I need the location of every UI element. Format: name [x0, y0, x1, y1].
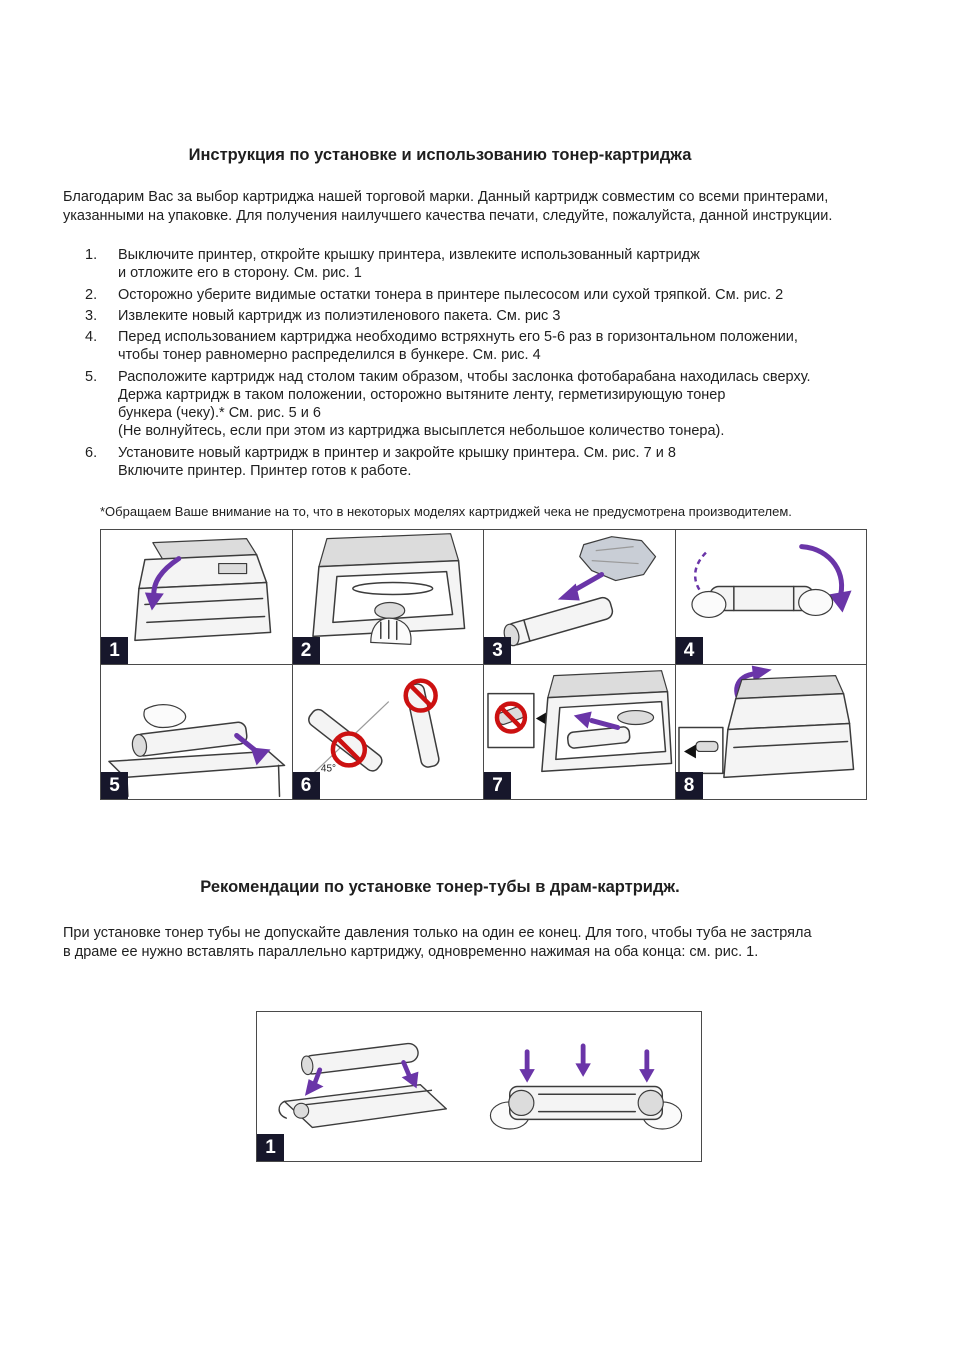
footnote: *Обращаем Ваше внимание на то, что в нек… — [100, 504, 792, 519]
figure-8: 8 — [674, 664, 867, 800]
figure-7: 7 — [483, 664, 676, 800]
figure-5-illustration — [108, 704, 286, 798]
step-number: 1. — [85, 247, 98, 263]
press-both-ends-illustration — [489, 1043, 682, 1130]
figure-number-badge: 8 — [675, 772, 703, 799]
step-text: Осторожно уберите видимые остатки тонера… — [118, 286, 784, 303]
black-arrow-icon — [683, 744, 696, 759]
intro-paragraph: Благодарим Вас за выбор картриджа нашей … — [63, 189, 833, 224]
figure-1: 1 — [100, 529, 293, 665]
plastic-bag — [579, 536, 657, 582]
step-text: Установите новый картридж в принтер и за… — [118, 444, 676, 479]
drum-and-tube-illustration — [278, 1042, 448, 1128]
prohibition-icon — [330, 731, 367, 768]
instruction-steps: 1. Выключите принтер, откройте крышку пр… — [85, 246, 905, 483]
cloth — [373, 601, 405, 620]
step-number: 3. — [85, 307, 98, 324]
section2-title: Рекомендации по установке тонер-тубы в д… — [200, 878, 680, 896]
figure-number-badge: 7 — [484, 772, 511, 799]
step-item: 4. Перед использованием картриджа необхо… — [85, 328, 905, 365]
purple-arrow-icon — [557, 572, 605, 601]
figure-2-illustration — [311, 533, 465, 646]
step-item: 1. Выключите принтер, откройте крышку пр… — [85, 246, 905, 283]
step-text: Перед использованием картриджа необходим… — [118, 329, 798, 364]
purple-arrow-icon — [573, 711, 621, 731]
step-text: Извлеките новый картридж из полиэтиленов… — [118, 307, 561, 324]
step-item: 6. Установите новый картридж в принтер и… — [85, 444, 905, 481]
step-number: 5. — [85, 368, 98, 385]
step-text: Расположите картридж над столом таким об… — [118, 368, 811, 440]
figure-2: 2 — [291, 529, 484, 665]
step-item: 3. Извлеките новый картридж из полиэтиле… — [85, 307, 905, 325]
prohibition-icon — [494, 701, 528, 734]
figure-number-badge: 4 — [675, 637, 703, 664]
purple-arrow-icon — [798, 544, 852, 613]
figure-grid: 1 2 — [100, 529, 867, 800]
figure-1-illustration — [134, 538, 272, 642]
purple-arrow-icon — [638, 1048, 655, 1083]
figure-8-illustration — [677, 665, 854, 779]
black-arrow-icon — [535, 711, 548, 726]
figure-7-illustration — [487, 670, 673, 773]
figure-5: 5 — [100, 664, 293, 800]
angle-label: 45° — [320, 763, 335, 774]
figure-4-illustration — [690, 544, 852, 619]
step-item: 5. Расположите картридж над столом таким… — [85, 368, 905, 441]
figure-number-badge: 5 — [101, 772, 128, 799]
section2-paragraph: При установке тонер тубы не допускайте д… — [63, 925, 812, 960]
hand-illustration — [690, 590, 726, 619]
figure-3: 3 — [483, 529, 676, 665]
hand-illustration — [797, 588, 833, 617]
figure-number-badge: 3 — [484, 637, 511, 664]
purple-arrow-icon — [519, 1048, 535, 1083]
figure-6-illustration: 45° — [304, 678, 440, 782]
step-text: Выключите принтер, откройте крышку принт… — [118, 247, 700, 282]
figure-number-badge: 1 — [257, 1134, 284, 1161]
page-title: Инструкция по установке и использованию … — [188, 146, 692, 164]
prohibition-icon — [402, 678, 438, 713]
figure-number-badge: 2 — [292, 637, 320, 664]
purple-arrow-icon — [144, 556, 182, 611]
step-number: 4. — [85, 329, 98, 346]
figure-number-badge: 6 — [292, 772, 320, 799]
figure-3-illustration — [503, 536, 657, 647]
purple-arrow-icon — [305, 1066, 324, 1096]
hand-illustration — [143, 704, 187, 729]
figure-number-badge: 1 — [101, 637, 128, 664]
figure-6: 45° 6 — [291, 664, 484, 800]
figure-4: 4 — [674, 529, 867, 665]
motion-arc — [693, 551, 707, 592]
step-number: 6. — [85, 444, 98, 461]
purple-arrow-icon — [575, 1043, 591, 1077]
step-item: 2. Осторожно уберите видимые остатки тон… — [85, 286, 905, 304]
section2-figure: 1 — [256, 1011, 702, 1162]
purple-arrow-icon — [234, 732, 271, 766]
step-number: 2. — [85, 286, 98, 303]
purple-arrow-icon — [401, 1059, 419, 1088]
